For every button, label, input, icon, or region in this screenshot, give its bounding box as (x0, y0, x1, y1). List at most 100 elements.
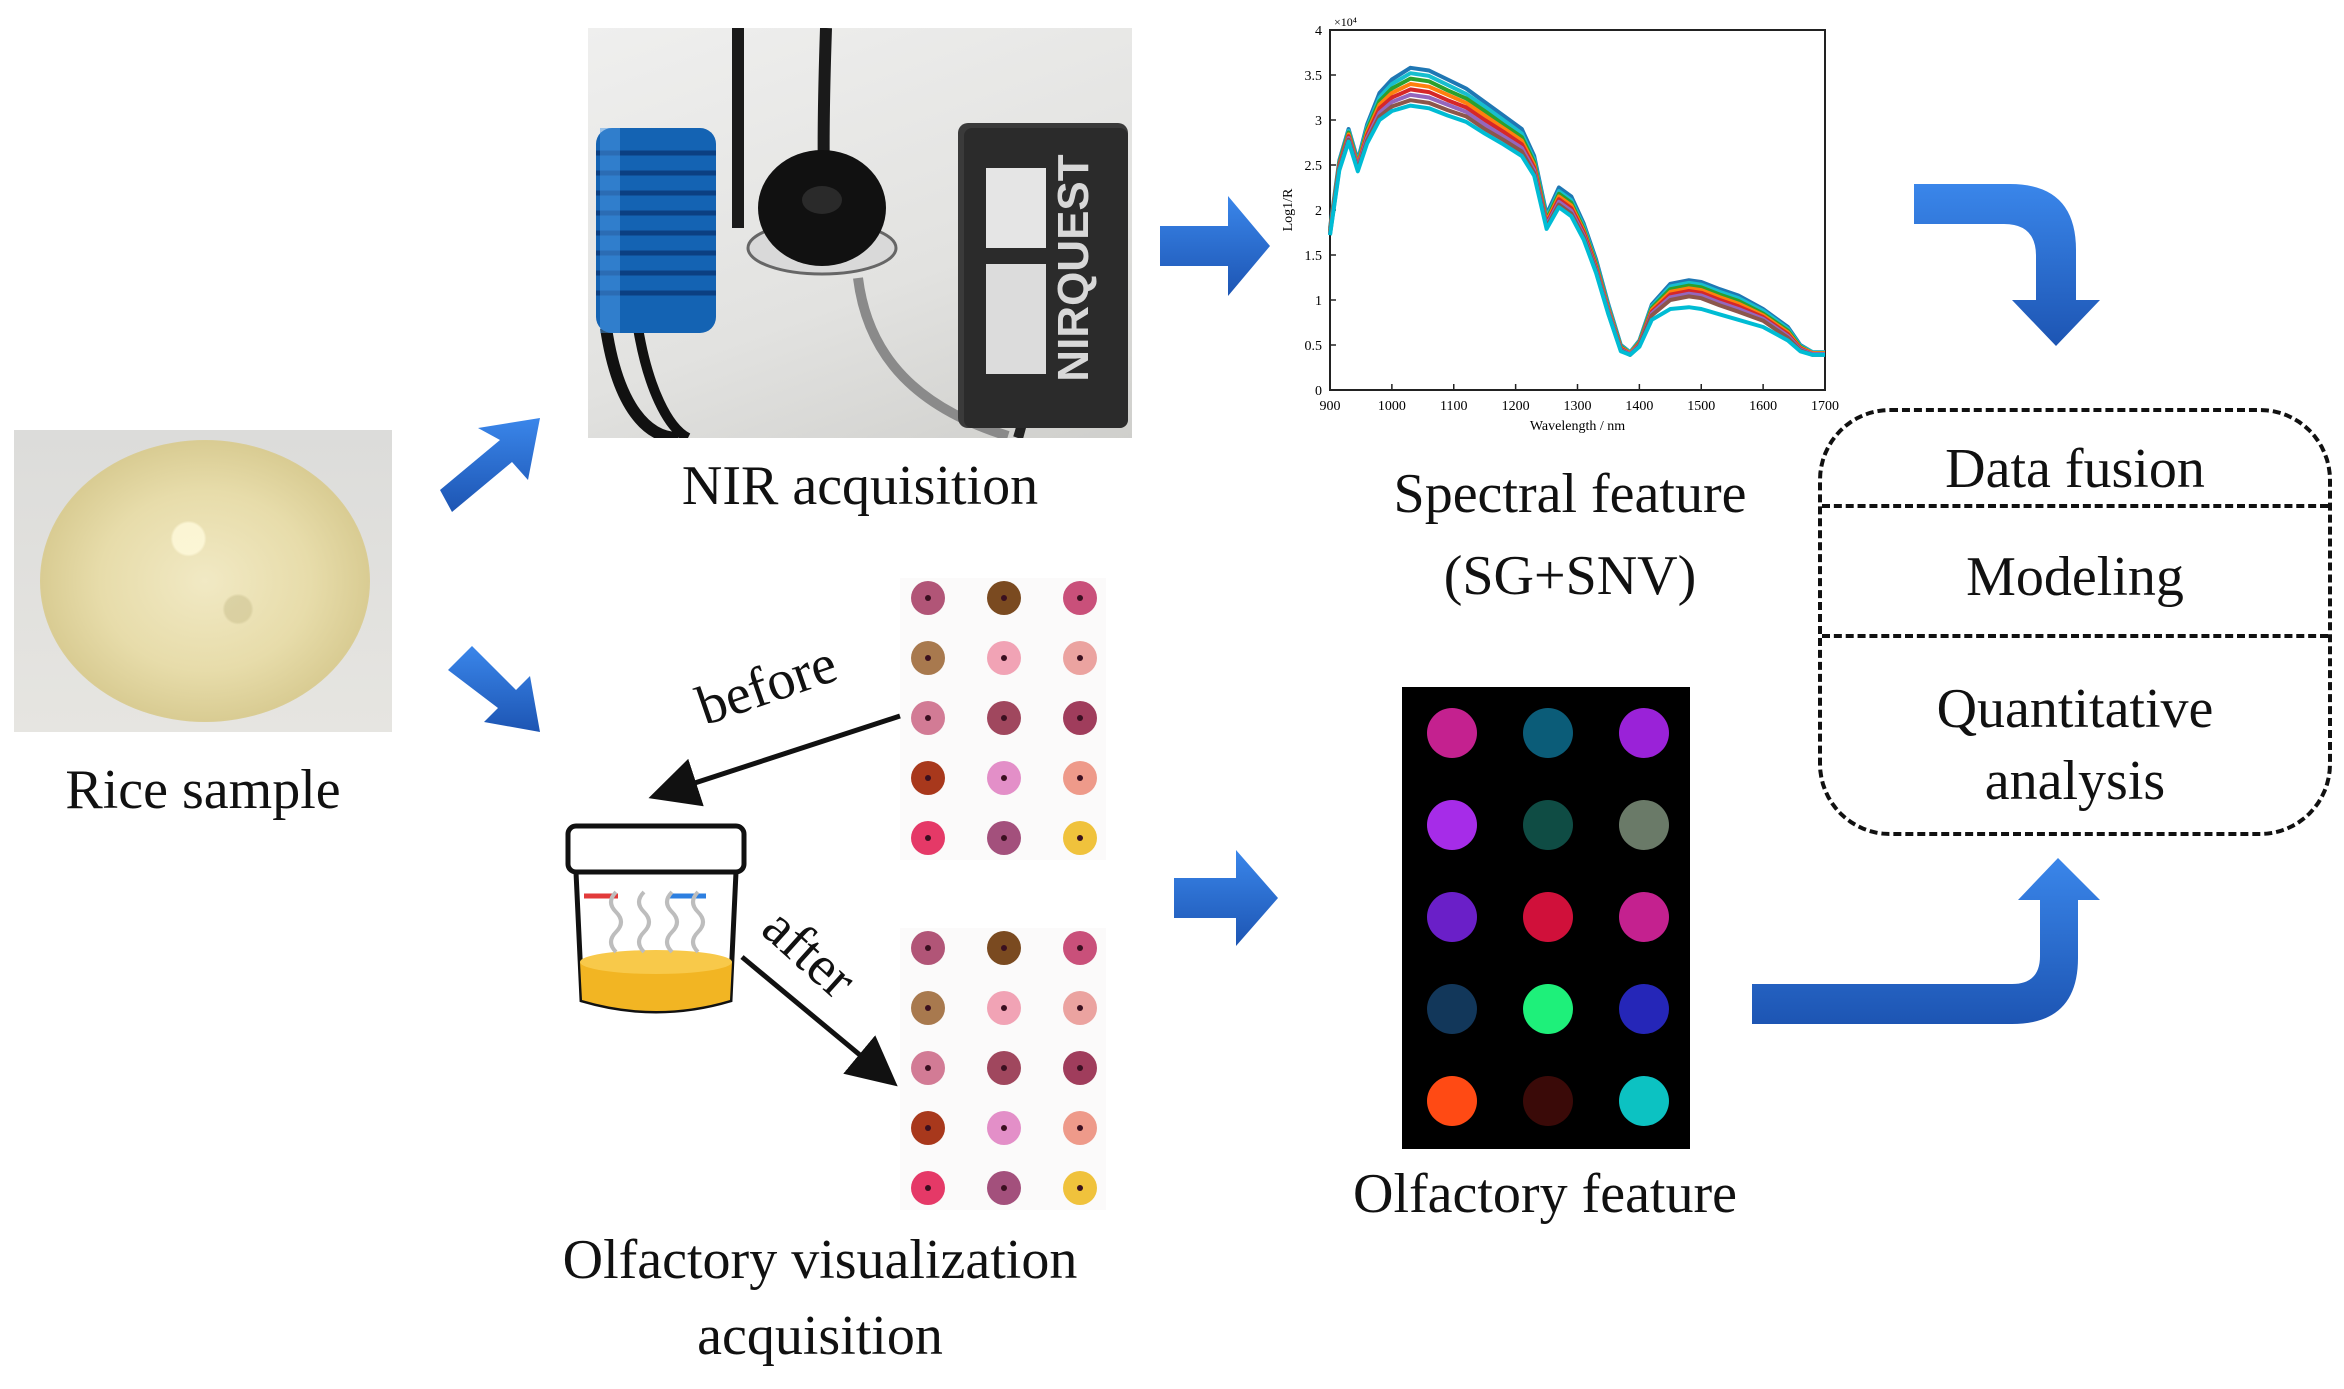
x-tick-label: 1300 (1564, 399, 1592, 414)
sensor-spot-center (1077, 775, 1083, 781)
x-tick-label: 1200 (1502, 399, 1530, 414)
fusion-divider-2 (1822, 634, 2328, 638)
sensor-spot-center (1001, 1005, 1007, 1011)
spectrum-line (1328, 82, 1825, 356)
sensor-array-before (900, 578, 1106, 860)
arrow-spectra-to-fusion (1914, 184, 2100, 346)
sensor-spot-center (925, 945, 931, 951)
sensor-spot-center (925, 1125, 931, 1131)
modeling-label: Modeling (1966, 546, 2184, 608)
fusion-divider-1 (1822, 504, 2328, 508)
rice-sample-label: Rice sample (65, 759, 341, 821)
spectrum-line (1328, 98, 1825, 357)
spectrum-line (1328, 76, 1825, 356)
feature-spot (1523, 1076, 1573, 1126)
feature-spot (1619, 708, 1669, 758)
y-axis-label: Log1/R (1281, 188, 1296, 231)
before-arrow (648, 713, 901, 807)
sensor-spot-center (1077, 595, 1083, 601)
sensor-spot-center (1001, 715, 1007, 721)
spectral-feature-label-line2: (SG+SNV) (1443, 545, 1697, 607)
y-tick-label: 2 (1315, 204, 1322, 219)
x-tick-label: 1500 (1687, 399, 1715, 414)
sensor-spot-center (1001, 835, 1007, 841)
spectrum-line (1328, 87, 1825, 356)
nir-device-photo: NIRQUEST (588, 28, 1132, 438)
spectrum-line (1328, 92, 1825, 356)
feature-spot (1523, 708, 1573, 758)
quantitative-label-line1: Quantitative (1936, 678, 2214, 740)
feature-spot (1427, 892, 1477, 942)
olfactory-visualization-label-line2: acquisition (697, 1305, 943, 1367)
feature-spot (1523, 984, 1573, 1034)
arrow-olfactory-to-feature (1174, 850, 1278, 946)
spectrum-line (1328, 65, 1825, 355)
y-tick-label: 0.5 (1305, 339, 1323, 354)
feature-spot (1619, 892, 1669, 942)
data-fusion-box: Data fusion Modeling Quantitative analys… (1818, 408, 2332, 836)
y-tick-label: 3.5 (1305, 69, 1323, 84)
sensor-spot-center (1001, 945, 1007, 951)
sensor-spot-center (1077, 715, 1083, 721)
olfactory-feature-panel (1402, 687, 1690, 1149)
sensor-spot-center (925, 595, 931, 601)
y-tick-label: 2.5 (1305, 159, 1323, 174)
sensor-spot-center (925, 1005, 931, 1011)
sensor-spot-center (1077, 1125, 1083, 1131)
sensor-spot-center (1077, 835, 1083, 841)
sensor-spot-center (1077, 1065, 1083, 1071)
feature-spot (1523, 892, 1573, 942)
sensor-array-after (900, 928, 1106, 1210)
spectrum-line (1328, 71, 1825, 355)
sensor-array-before-spots (911, 581, 1097, 855)
data-fusion-label: Data fusion (1945, 438, 2205, 500)
feature-spot (1427, 1076, 1477, 1126)
sensor-spot-center (1077, 655, 1083, 661)
y-tick-label: 3 (1315, 114, 1322, 129)
feature-spot (1427, 800, 1477, 850)
feature-spot (1619, 1076, 1669, 1126)
sensor-spot-center (925, 715, 931, 721)
sensor-spot-center (1077, 1185, 1083, 1191)
sensor-spot-center (1001, 1065, 1007, 1071)
olfactory-feature-label: Olfactory feature (1353, 1163, 1737, 1225)
feature-spot (1427, 708, 1477, 758)
x-tick-label: 1600 (1749, 399, 1777, 414)
spectrum-line (1328, 103, 1825, 357)
nir-acquisition-label: NIR acquisition (681, 455, 1039, 517)
x-axis-label: Wavelength / nm (1530, 419, 1625, 434)
arrow-rice-to-nir (440, 418, 540, 512)
sensor-spot-center (925, 835, 931, 841)
x-tick-label: 900 (1320, 399, 1341, 414)
arrow-feature-to-fusion (1752, 858, 2100, 1024)
feature-spot (1427, 984, 1477, 1034)
sensor-spot-center (1001, 595, 1007, 601)
x-tick-label: 1100 (1440, 399, 1467, 414)
olfactory-feature-spots (1427, 708, 1669, 1126)
sample-jar-icon (565, 823, 747, 1014)
sensor-spot-center (1001, 1185, 1007, 1191)
sensor-spot-center (1077, 945, 1083, 951)
rice-sample-photo (14, 430, 392, 732)
feature-spot (1619, 800, 1669, 850)
y-tick-label: 4 (1315, 24, 1322, 39)
y-multiplier-label: ×10⁴ (1334, 15, 1357, 29)
y-tick-label: 0 (1315, 384, 1322, 399)
arrow-rice-to-olfactory (448, 646, 540, 732)
x-tick-label: 1400 (1625, 399, 1653, 414)
sensor-spot-center (1001, 775, 1007, 781)
device-brand-text: NIRQUEST (1049, 154, 1098, 381)
sensor-spot-center (925, 1185, 931, 1191)
sensor-spot-center (1001, 655, 1007, 661)
olfactory-visualization-label-line1: Olfactory visualization (562, 1229, 1078, 1291)
after-arrow (740, 955, 898, 1087)
spectral-feature-label-line1: Spectral feature (1393, 463, 1747, 525)
feature-spot (1523, 800, 1573, 850)
x-tick-label: 1700 (1811, 399, 1839, 414)
arrow-nir-to-spectra (1160, 196, 1270, 296)
sensor-spot-center (925, 655, 931, 661)
